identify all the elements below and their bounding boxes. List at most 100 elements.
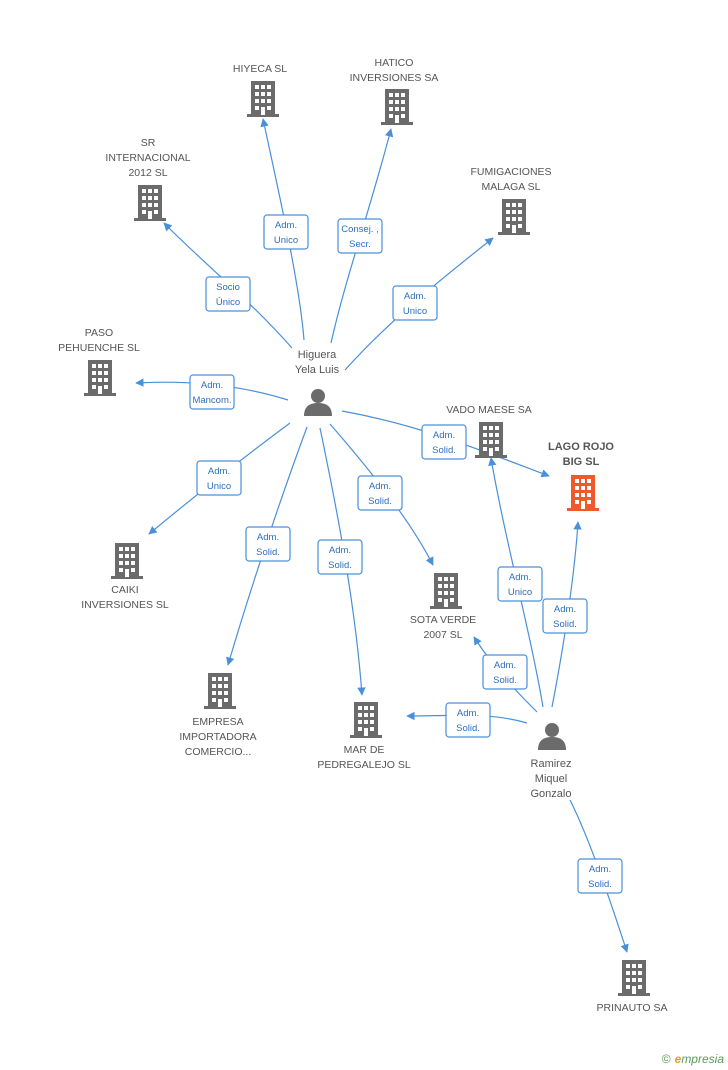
building-icon bbox=[381, 89, 413, 125]
company-label: PASO bbox=[85, 327, 113, 339]
company-label: FUMIGACIONES bbox=[470, 166, 551, 178]
relation-label-line: Adm. bbox=[329, 545, 351, 556]
relation-label-box bbox=[542, 598, 588, 634]
relation-label-line: Adm. bbox=[509, 572, 531, 583]
relation-label-ramirez-prinauto[interactable]: Adm. Solid. bbox=[577, 858, 623, 894]
company-label: SR bbox=[141, 137, 156, 149]
relation-label-line: Mancom. bbox=[192, 395, 231, 406]
relation-label-line: Solid. bbox=[328, 560, 352, 571]
company-node-prinauto[interactable]: PRINAUTO SA bbox=[597, 960, 668, 1014]
company-node-hatico[interactable]: HATICO INVERSIONES SA bbox=[350, 57, 439, 125]
person-label: Ramirez bbox=[531, 758, 572, 770]
relation-label-box bbox=[205, 276, 251, 312]
relation-label-higuera-fumigaciones[interactable]: Adm. Unico bbox=[392, 285, 438, 321]
relation-label-box bbox=[497, 566, 543, 602]
relation-label-higuera-lagorojo[interactable]: Adm. Solid. bbox=[421, 424, 467, 460]
relation-label-ramirez-mar[interactable]: Adm. Solid. bbox=[445, 702, 491, 738]
person-label: Gonzalo bbox=[531, 788, 572, 800]
company-label: INVERSIONES SL bbox=[81, 599, 169, 611]
relation-label-line: Unico bbox=[508, 587, 532, 598]
relation-label-ramirez-vado[interactable]: Adm. Unico bbox=[497, 566, 543, 602]
relation-label-line: Adm. bbox=[433, 430, 455, 441]
relation-label-line: Adm. bbox=[457, 708, 479, 719]
building-icon bbox=[350, 702, 382, 738]
company-label: CAIKI bbox=[111, 584, 138, 596]
company-label: PEHUENCHE SL bbox=[58, 342, 140, 354]
relation-label-box bbox=[357, 475, 403, 511]
company-label: SOTA VERDE bbox=[410, 614, 476, 626]
relation-label-line: Adm. bbox=[201, 380, 223, 391]
relation-label-ramirez-lagorojo[interactable]: Adm.Solid. bbox=[542, 598, 588, 634]
company-label: VADO MAESE SA bbox=[446, 404, 532, 416]
relation-label-line: Adm. bbox=[208, 466, 230, 477]
relation-label-higuera-hiyeca[interactable]: Adm. Unico bbox=[263, 214, 309, 250]
relation-label-box bbox=[482, 654, 528, 690]
relation-label-line: Solid. bbox=[456, 723, 480, 734]
relation-label-box bbox=[317, 539, 363, 575]
building-icon bbox=[134, 185, 166, 221]
empresia-watermark[interactable]: ©empresia bbox=[662, 1052, 724, 1066]
relation-label-higuera-sotaverde[interactable]: Adm.Solid. bbox=[357, 475, 403, 511]
relation-label-higuera-mar[interactable]: Adm. Solid. bbox=[317, 539, 363, 575]
relation-label-ramirez-sotaverde[interactable]: Adm.Solid. bbox=[482, 654, 528, 690]
company-label: IMPORTADORA bbox=[179, 731, 256, 743]
building-icon bbox=[84, 360, 116, 396]
person-icon bbox=[304, 389, 332, 416]
relation-label-line: Solid. bbox=[588, 879, 612, 890]
company-label: INVERSIONES SA bbox=[350, 72, 439, 84]
relation-label-line: Adm. bbox=[589, 864, 611, 875]
relation-label-box bbox=[263, 214, 309, 250]
person-label: Higuera bbox=[298, 349, 337, 361]
company-node-mar[interactable]: MAR DE PEDREGALEJO SL bbox=[317, 702, 411, 771]
relation-label-higuera-hatico[interactable]: Consej. , Secr. bbox=[337, 218, 383, 254]
relation-label-line: Unico bbox=[274, 235, 298, 246]
building-icon bbox=[247, 81, 279, 117]
relation-label-line: Solid. bbox=[368, 496, 392, 507]
relation-label-box bbox=[337, 218, 383, 254]
relation-label-line: Adm. bbox=[404, 291, 426, 302]
company-label: PRINAUTO SA bbox=[597, 1002, 668, 1014]
building-icon bbox=[498, 199, 530, 235]
company-label: EMPRESA bbox=[192, 716, 243, 728]
company-node-paso[interactable]: PASO PEHUENCHE SL bbox=[58, 327, 140, 396]
relation-label-line: Unico bbox=[403, 306, 427, 317]
company-node-fumigaciones[interactable]: FUMIGACIONES MALAGA SL bbox=[470, 166, 552, 235]
company-node-hiyeca[interactable]: HIYECA SL bbox=[233, 63, 287, 117]
relation-label-box bbox=[245, 526, 291, 562]
company-label: HATICO bbox=[375, 57, 414, 69]
relation-label-box bbox=[445, 702, 491, 738]
company-node-empresa[interactable]: EMPRESA IMPORTADORA COMERCIO... bbox=[179, 673, 257, 758]
person-icon bbox=[538, 723, 566, 750]
relation-label-line: Adm. bbox=[494, 660, 516, 671]
relation-label-line: Consej. , bbox=[341, 224, 379, 235]
relation-label-line: Adm. bbox=[257, 532, 279, 543]
company-label: PEDREGALEJO SL bbox=[317, 759, 411, 771]
company-label: MAR DE bbox=[344, 744, 385, 756]
building-icon bbox=[111, 543, 143, 579]
brand-initial: e bbox=[674, 1052, 682, 1066]
company-node-vado[interactable]: VADO MAESE SA bbox=[446, 404, 532, 458]
relation-label-box bbox=[577, 858, 623, 894]
relation-label-box bbox=[421, 424, 467, 460]
relation-label-line: Socio bbox=[216, 282, 240, 293]
company-label: HIYECA SL bbox=[233, 63, 287, 75]
building-icon bbox=[567, 475, 599, 511]
relation-label-higuera-caiki[interactable]: Adm.Unico bbox=[196, 460, 242, 496]
relation-label-line: Solid. bbox=[432, 445, 456, 456]
building-icon bbox=[618, 960, 650, 996]
company-node-caiki[interactable]: CAIKI INVERSIONES SL bbox=[81, 543, 169, 611]
relation-label-higuera-paso[interactable]: Adm. Mancom. bbox=[189, 374, 235, 410]
relation-label-higuera-empresa[interactable]: Adm.Solid. bbox=[245, 526, 291, 562]
building-icon bbox=[475, 422, 507, 458]
company-label: COMERCIO... bbox=[185, 746, 252, 758]
company-label: MALAGA SL bbox=[482, 181, 541, 193]
copyright-symbol: © bbox=[661, 1052, 671, 1066]
relation-label-line: Adm. bbox=[275, 220, 297, 231]
relation-label-line: Secr. bbox=[349, 239, 371, 250]
